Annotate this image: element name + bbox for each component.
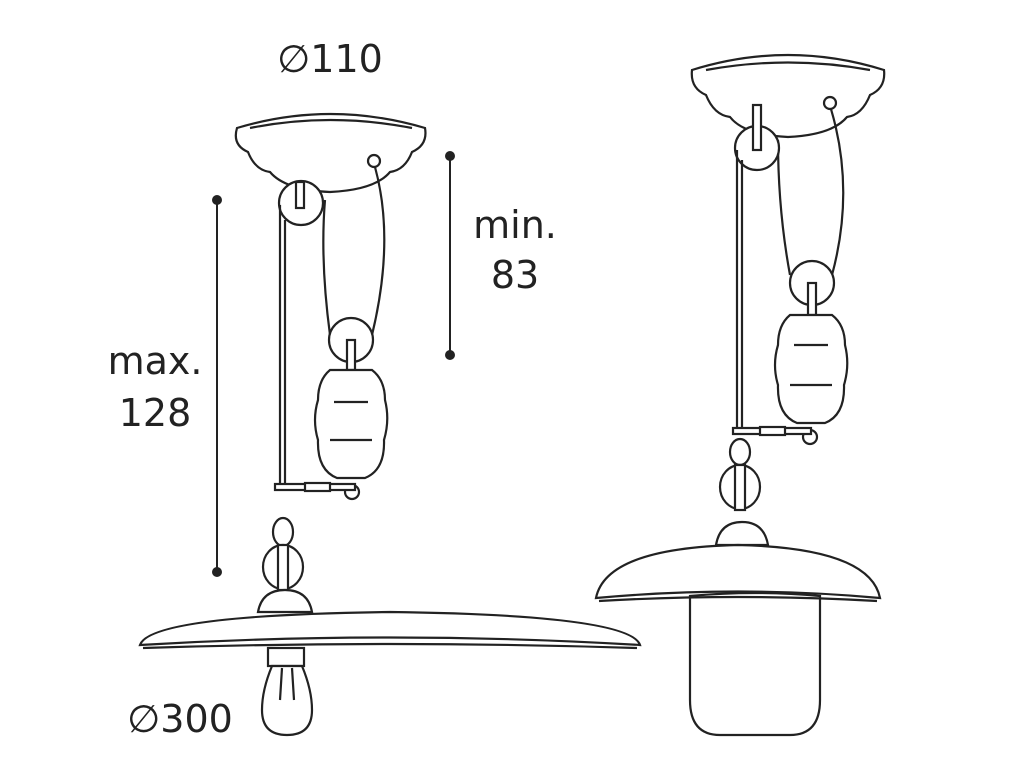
left-weight — [313, 368, 389, 480]
left-lamp-extended — [138, 112, 642, 737]
left-canopy — [234, 112, 427, 194]
glass-cover — [688, 591, 822, 737]
max-value: 128 — [118, 391, 192, 435]
max-label: max. — [107, 339, 203, 383]
max-dimension-line — [212, 195, 222, 577]
shade-diameter-label: ∅300 — [127, 697, 233, 741]
min-label: min. — [473, 203, 557, 247]
min-value: 83 — [490, 253, 540, 297]
min-dimension-line — [445, 151, 455, 360]
right-shade — [594, 543, 882, 600]
right-canopy — [690, 53, 886, 139]
right-weight — [773, 313, 849, 425]
canopy-diameter-label: ∅110 — [277, 37, 383, 81]
bulb — [260, 664, 314, 737]
right-lamp-retracted — [594, 53, 886, 737]
left-shade — [138, 610, 642, 647]
